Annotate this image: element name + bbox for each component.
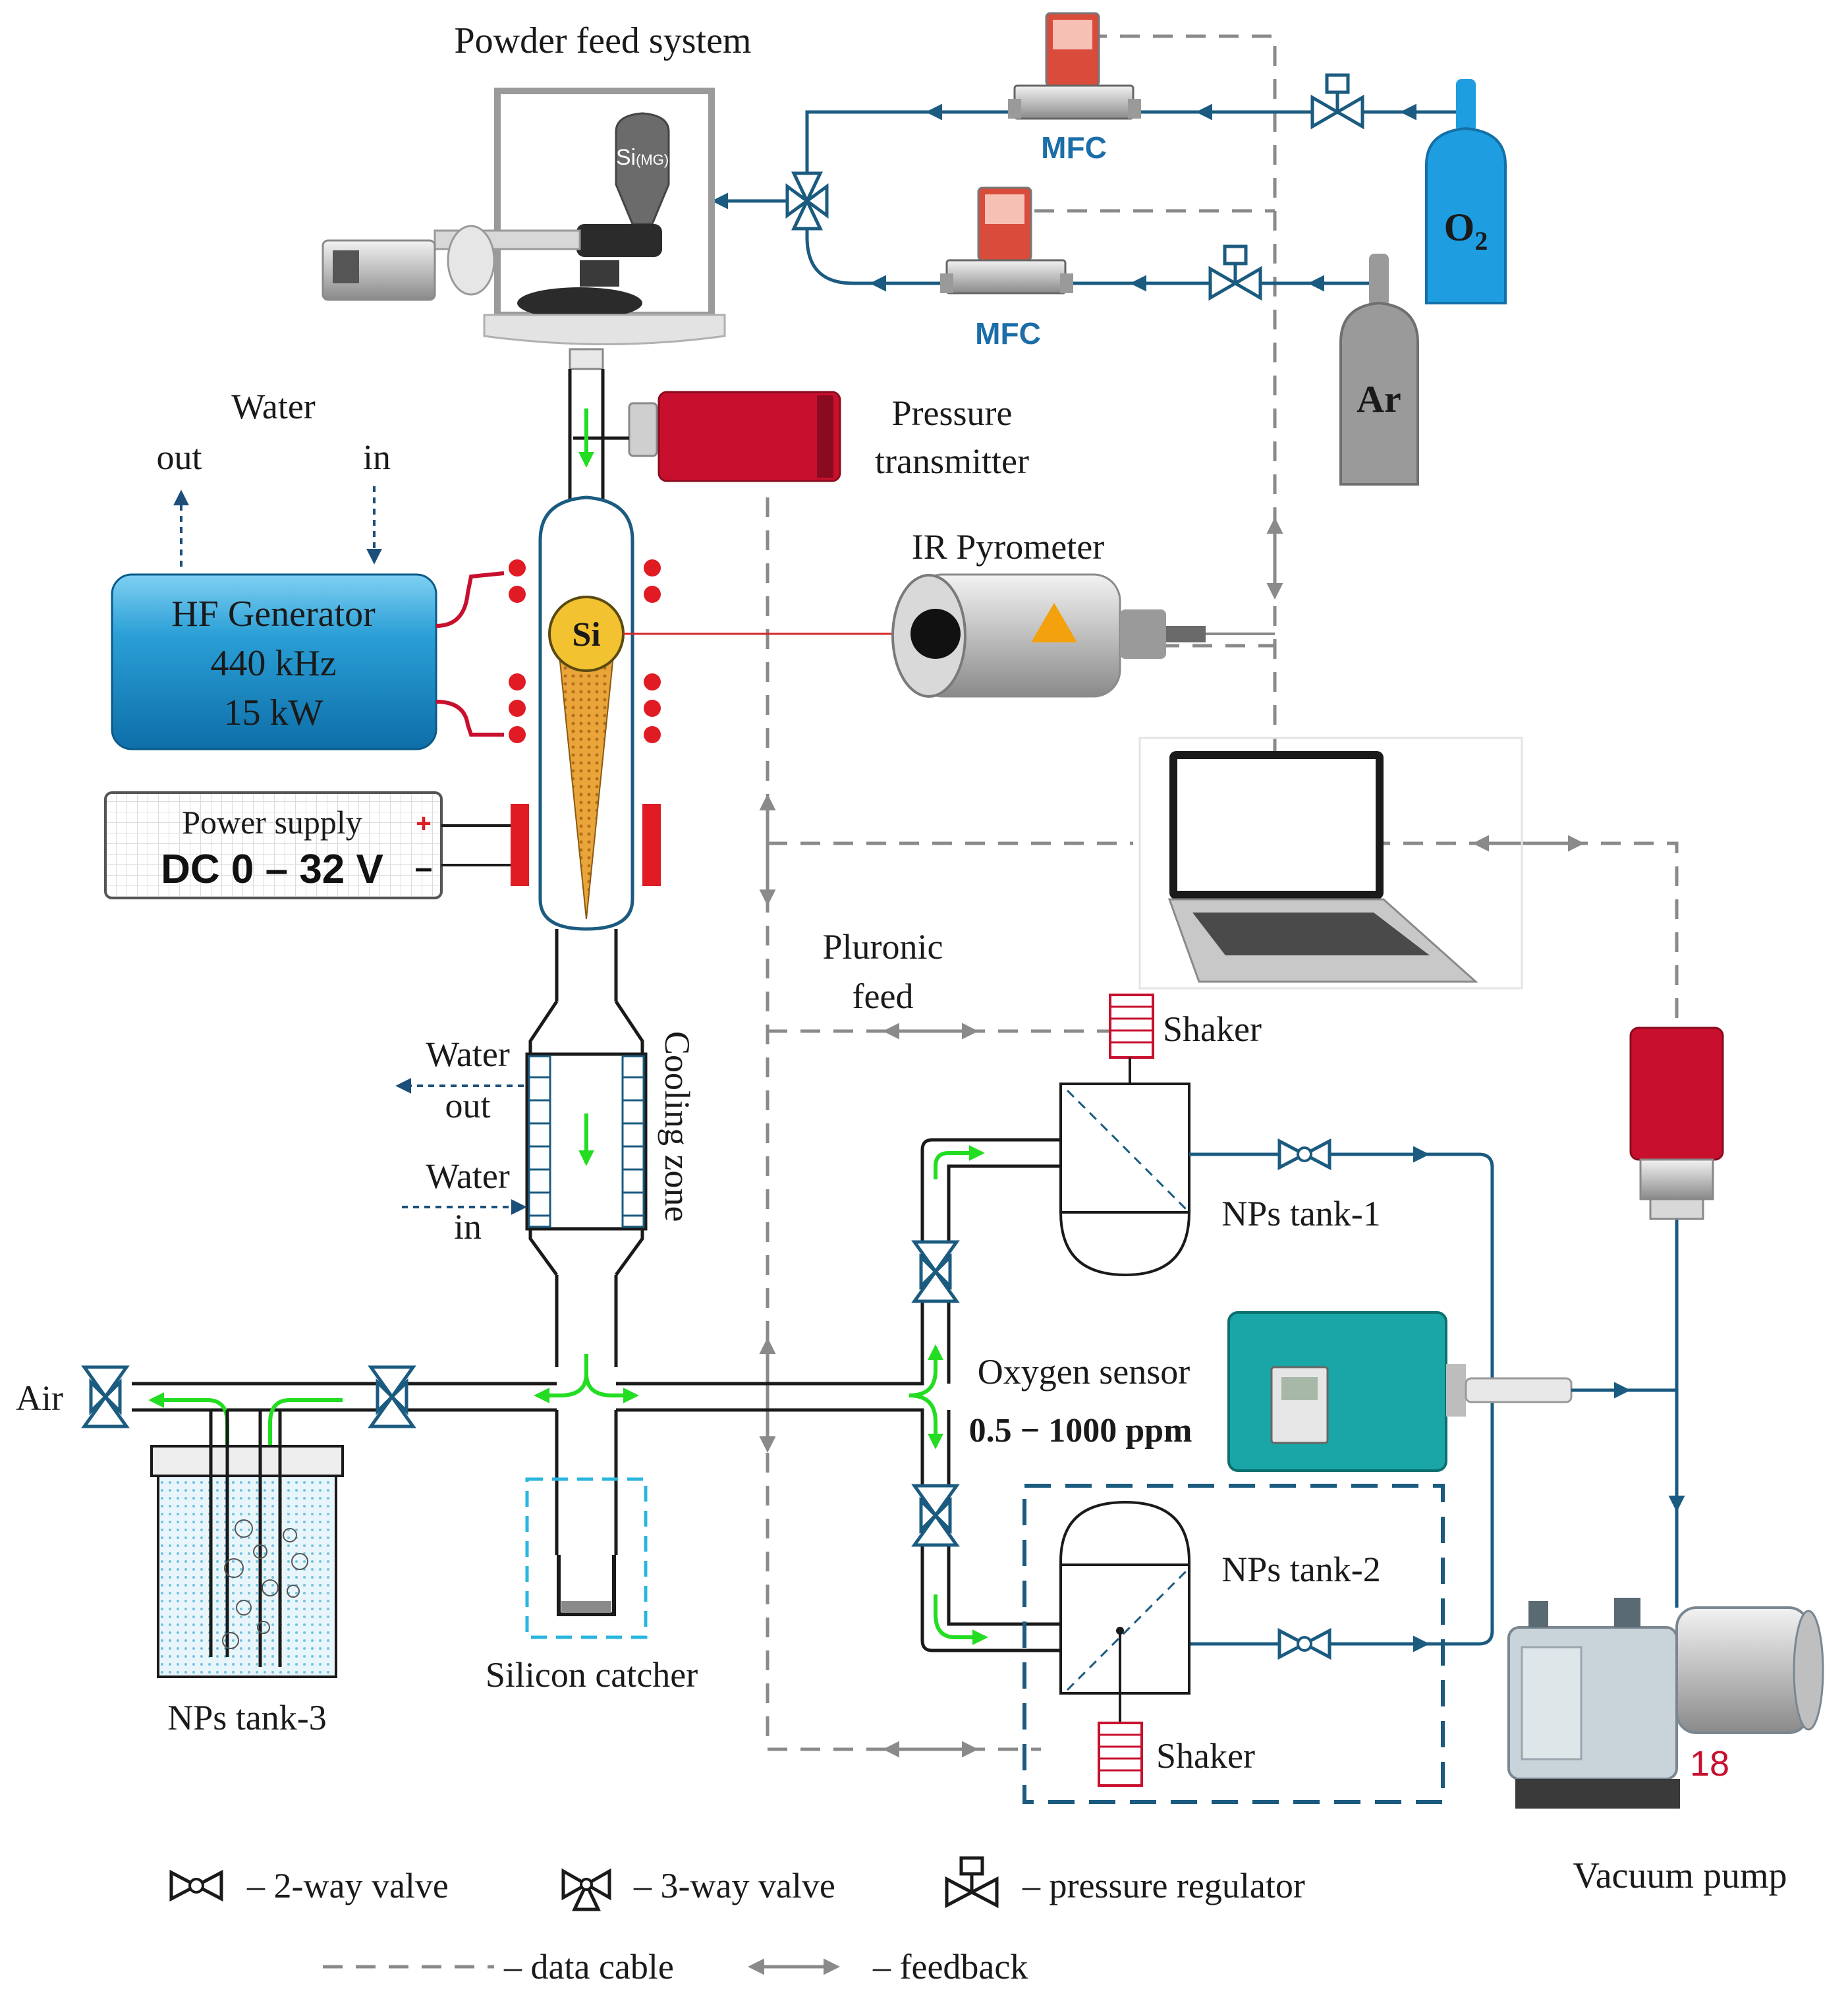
vacuum-lines <box>1571 1219 1685 1608</box>
vacuum-gauge <box>1629 1027 1724 1220</box>
cz-water-in-label-1: Water <box>426 1156 510 1196</box>
power-range-label: DC 0 – 32 V <box>161 847 383 892</box>
nps-tank-2 <box>1059 1500 1190 1723</box>
cz-water-in-label-2: in <box>454 1207 482 1247</box>
legend-two-way: – 2-way valve <box>246 1866 449 1905</box>
ar-label: Ar <box>1357 378 1401 420</box>
shaker-bottom <box>1098 1722 1143 1787</box>
cooling-zone-label: Cooling zone <box>658 1031 697 1222</box>
induction-coil <box>509 559 661 886</box>
pump-model-label: 18 <box>1690 1744 1729 1784</box>
water-in-label-top: in <box>363 437 391 477</box>
three-way-valve-icon[interactable] <box>911 1240 960 1303</box>
silicon-catcher-label: Silicon catcher <box>486 1655 698 1695</box>
laptop <box>1138 737 1523 990</box>
hf-generator-label-1: HF Generator <box>171 594 376 634</box>
cz-water-out-label-1: Water <box>426 1034 510 1074</box>
mfc-top <box>1008 12 1141 120</box>
pressure-transmitter <box>573 391 841 482</box>
oxygen-sensor-label: Oxygen sensor <box>978 1352 1190 1392</box>
main-header <box>132 1138 1061 1652</box>
air-label: Air <box>16 1378 63 1418</box>
o2-cylinder <box>1425 79 1507 304</box>
legend: – 2-way valve – 3-way valve – pressure r… <box>169 1856 1305 1986</box>
nps-tank-1 <box>1059 1083 1190 1277</box>
rf-lead-bottom <box>435 700 504 737</box>
three-way-valve-icon[interactable] <box>785 171 829 231</box>
pluronic-label-2: feed <box>853 976 914 1016</box>
nps-tank-2-label: NPs tank-2 <box>1221 1550 1381 1589</box>
minus-terminal: – <box>415 851 433 886</box>
powder-feed-system: Si(MG) <box>322 88 726 345</box>
pressure-regulator-icon[interactable] <box>1208 244 1262 301</box>
power-supply <box>104 791 511 899</box>
ir-pyrometer <box>891 573 1206 698</box>
nps-tank-3-label: NPs tank-3 <box>167 1698 327 1737</box>
rf-lead-top <box>435 571 505 628</box>
nps-tank-3 <box>150 1410 344 1678</box>
tank2-enclosure <box>1022 1484 1445 1804</box>
gas-lines <box>712 103 1474 292</box>
pressure-regulator-icon <box>945 1856 999 1909</box>
hf-generator-label-2: 440 kHz <box>210 643 336 684</box>
two-way-valve-icon <box>169 1869 223 1902</box>
ar-cylinder <box>1339 254 1419 486</box>
pressure-regulator-icon[interactable] <box>1310 73 1364 130</box>
cooling-zone <box>525 929 648 1367</box>
legend-three-way: – 3-way valve <box>633 1866 835 1905</box>
plus-terminal: + <box>416 809 431 838</box>
hf-generator <box>111 573 437 750</box>
cz-water-out-label-2: out <box>445 1086 490 1125</box>
oxygen-sensor <box>1227 1311 1573 1472</box>
si-droplet-label: Si <box>572 616 600 654</box>
mfc-label-top: MFC <box>1041 130 1107 165</box>
mfc-label-bottom: MFC <box>975 316 1041 351</box>
three-way-valve-icon[interactable] <box>368 1365 416 1428</box>
power-supply-label: Power supply <box>182 804 362 841</box>
two-way-valve-icon[interactable] <box>1277 1627 1331 1660</box>
oxygen-range-label: 0.5 − 1000 ppm <box>969 1412 1192 1450</box>
reactor-tube <box>538 495 903 931</box>
three-way-valve-icon[interactable] <box>81 1365 130 1428</box>
three-way-valve-icon <box>561 1868 611 1911</box>
feedback-arrows <box>759 517 1584 1758</box>
mfc-bottom <box>940 186 1073 295</box>
water-out-label-top: out <box>156 437 202 477</box>
vacuum-pump-label: Vacuum pump <box>1573 1855 1787 1896</box>
water-label-top: Water <box>231 387 316 426</box>
title: Powder feed system <box>454 20 751 61</box>
pluronic-label-1: Pluronic <box>823 927 943 967</box>
legend-regulator: – pressure regulator <box>1022 1866 1305 1905</box>
pressure-transmitter-label-1: Pressure <box>892 393 1013 433</box>
shaker-bottom-label: Shaker <box>1156 1736 1255 1776</box>
three-way-valve-icon[interactable] <box>911 1484 960 1547</box>
silicon-catcher <box>525 1477 648 1639</box>
shaker-top-label: Shaker <box>1163 1009 1262 1049</box>
two-way-valve-icon[interactable] <box>1277 1138 1331 1171</box>
o2-label: O2 <box>1444 206 1488 256</box>
si-mg-label: Si(MG) <box>616 145 669 170</box>
hf-generator-label-3: 15 kW <box>224 692 323 733</box>
pressure-transmitter-label-2: transmitter <box>875 441 1029 481</box>
legend-feedback: – feedback <box>872 1947 1028 1986</box>
ir-pyrometer-label: IR Pyrometer <box>912 527 1104 567</box>
nps-tank-1-label: NPs tank-1 <box>1221 1194 1381 1233</box>
vacuum-pump <box>1507 1598 1824 1809</box>
legend-data-cable: – data cable <box>503 1947 674 1986</box>
